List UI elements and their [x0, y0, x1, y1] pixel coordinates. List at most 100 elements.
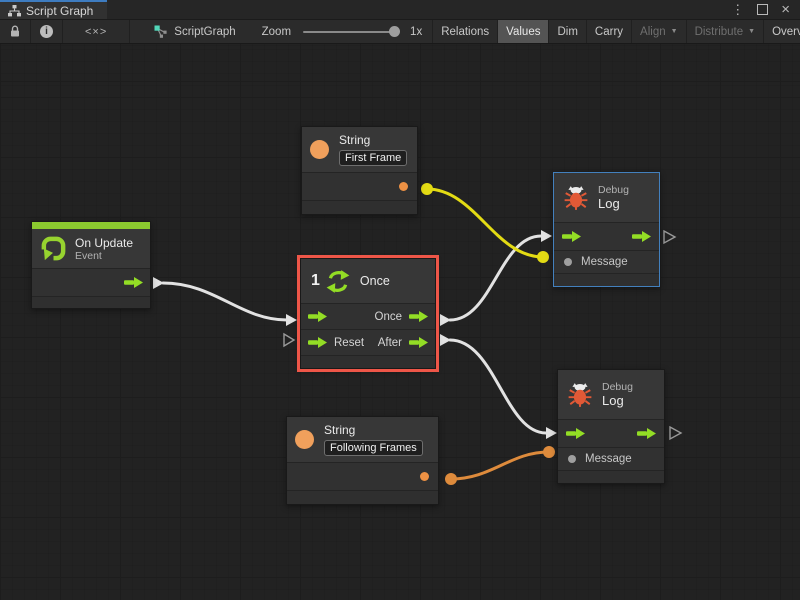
- flow-endpoint-triangle: [440, 334, 451, 346]
- graph-name: ScriptGraph: [174, 26, 235, 38]
- graph-canvas[interactable]: String First Frame On Update Event: [0, 44, 800, 600]
- node-footer: [302, 201, 417, 214]
- wire-once-to-debug2[interactable]: [450, 340, 546, 433]
- wire-string1-to-message1[interactable]: [427, 189, 543, 257]
- align-button[interactable]: Align ▼: [632, 20, 687, 43]
- flow-endpoint-triangle: [153, 277, 164, 289]
- port-label-message: Message: [585, 453, 632, 465]
- node-title: Log: [598, 196, 629, 211]
- port-label-message: Message: [581, 256, 628, 268]
- wire-string2-to-message2[interactable]: [451, 452, 549, 479]
- info-button[interactable]: i: [31, 20, 63, 43]
- info-icon: i: [40, 25, 53, 38]
- distribute-button[interactable]: Distribute ▼: [687, 20, 765, 43]
- node-title: String: [339, 133, 407, 147]
- node-debug-log-2[interactable]: Debug Log Message: [557, 369, 665, 484]
- values-button[interactable]: Values: [498, 20, 549, 43]
- string-value-field[interactable]: Following Frames: [324, 440, 423, 456]
- flow-endpoint-triangle: [541, 230, 552, 242]
- value-endpoint-dot: [445, 473, 457, 485]
- port-label-once: Once: [375, 311, 403, 323]
- zoom-label: Zoom: [262, 26, 291, 38]
- message-input-port[interactable]: [568, 455, 576, 463]
- close-icon[interactable]: ×: [781, 2, 790, 17]
- node-footer: [554, 274, 659, 286]
- toolbar-buttons: Relations Values Dim Carry Align ▼ Distr…: [432, 20, 800, 43]
- flow-input-port[interactable]: [562, 231, 581, 242]
- tab-script-graph[interactable]: Script Graph: [0, 0, 107, 19]
- event-color-cap: [32, 222, 150, 229]
- flow-endpoint-triangle: [440, 314, 451, 326]
- lock-icon: [9, 25, 21, 38]
- node-footer: [287, 491, 438, 504]
- node-footer: [301, 356, 435, 368]
- menu-icon[interactable]: ⋮: [731, 3, 744, 16]
- zoom-control: Zoom 1x: [252, 20, 433, 43]
- wire-once-to-debug1[interactable]: [450, 236, 541, 320]
- port-label-after: After: [378, 337, 402, 349]
- node-title: Once: [360, 274, 390, 288]
- node-footer: [32, 297, 150, 308]
- string-type-icon: [310, 140, 329, 159]
- flow-input-port[interactable]: [566, 428, 585, 439]
- string-type-icon: [295, 430, 314, 449]
- node-on-update[interactable]: On Update Event: [31, 221, 151, 309]
- node-subtitle: Debug: [602, 381, 633, 393]
- node-title: On Update: [75, 236, 133, 250]
- bug-icon: [567, 382, 593, 408]
- value-endpoint-dot: [421, 183, 433, 195]
- tab-bar: Script Graph ⋮ ×: [0, 0, 800, 20]
- maximize-icon[interactable]: [757, 4, 768, 15]
- chevron-down-icon: ▼: [748, 28, 755, 35]
- relations-button[interactable]: Relations: [432, 20, 498, 43]
- node-title: Log: [602, 393, 633, 408]
- value-endpoint-dot: [543, 446, 555, 458]
- node-subtitle: Event: [75, 250, 133, 262]
- bug-icon: [563, 185, 589, 211]
- code-icon: <×>: [71, 26, 121, 38]
- flow-input-port[interactable]: [308, 311, 327, 322]
- node-title: String: [324, 423, 423, 437]
- debug1-output-hollow-triangle[interactable]: [664, 231, 675, 243]
- graph-name-label: ScriptGraph: [144, 20, 245, 43]
- flow-output-port[interactable]: [632, 231, 651, 242]
- once-output-port[interactable]: [409, 311, 428, 322]
- string-value-field[interactable]: First Frame: [339, 150, 407, 166]
- debug2-output-hollow-triangle[interactable]: [670, 427, 681, 439]
- graph-hierarchy-icon: [8, 5, 21, 17]
- node-once-selected[interactable]: 1 Once Once: [300, 258, 436, 369]
- flow-endpoint-triangle: [546, 427, 557, 439]
- reset-input-port[interactable]: [308, 337, 327, 348]
- node-subtitle: Debug: [598, 184, 629, 196]
- value-endpoint-dot: [537, 251, 549, 263]
- zoom-value: 1x: [410, 26, 422, 38]
- reset-port-hollow-triangle[interactable]: [284, 334, 294, 346]
- port-label-reset: Reset: [334, 337, 364, 349]
- dim-button[interactable]: Dim: [549, 20, 586, 43]
- zoom-slider[interactable]: [303, 31, 398, 33]
- code-preview-button[interactable]: <×>: [63, 20, 130, 43]
- node-string-following-frames[interactable]: String Following Frames: [286, 416, 439, 505]
- flow-output-port[interactable]: [124, 277, 143, 288]
- string-output-port[interactable]: [399, 182, 408, 191]
- carry-button[interactable]: Carry: [587, 20, 632, 43]
- wire-onupdate-to-once[interactable]: [163, 283, 287, 320]
- zoom-slider-handle[interactable]: [389, 26, 400, 37]
- node-string-first-frame[interactable]: String First Frame: [301, 126, 418, 215]
- window-controls: ⋮ ×: [731, 0, 800, 19]
- flow-endpoint-triangle: [286, 314, 297, 326]
- node-debug-log-1[interactable]: Debug Log Message: [553, 172, 660, 287]
- script-graph-icon: [154, 25, 168, 39]
- once-counter: 1: [311, 272, 320, 290]
- string-output-port[interactable]: [420, 472, 429, 481]
- message-input-port[interactable]: [564, 258, 572, 266]
- lock-button[interactable]: [0, 20, 31, 43]
- after-output-port[interactable]: [409, 337, 428, 348]
- node-footer: [558, 471, 664, 483]
- chevron-down-icon: ▼: [671, 28, 678, 35]
- cycle-icon: [325, 268, 351, 295]
- overview-button[interactable]: Overview: [764, 20, 800, 43]
- flow-output-port[interactable]: [637, 428, 656, 439]
- loop-icon: [40, 235, 67, 262]
